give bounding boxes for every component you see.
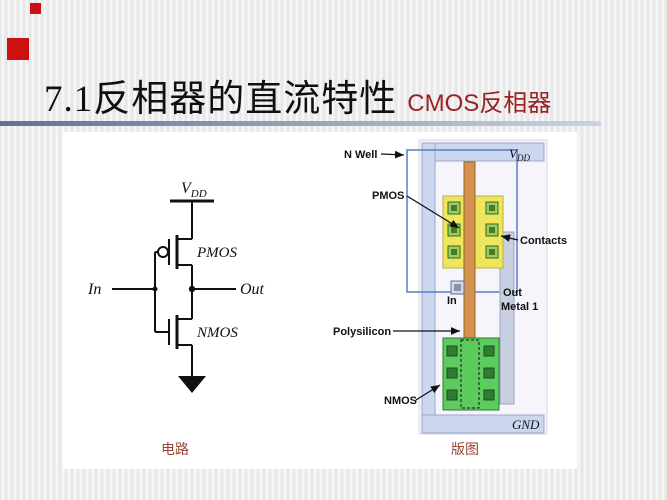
in-contact-inner (454, 284, 461, 291)
layout-in-label: In (447, 295, 457, 307)
layout-vdd-label: VDD (509, 146, 530, 163)
layout-nmos-label: NMOS (384, 395, 417, 407)
circuit-schematic: VDD PMOS NMOS In Out 电路 (87, 180, 265, 458)
layout-polysilicon-label: Polysilicon (333, 326, 391, 338)
slide-diagrams: VDD PMOS NMOS In Out 电路 (87, 139, 567, 458)
circuit-vdd-label: VDD (181, 180, 207, 200)
nmos-gate-outline (460, 339, 480, 409)
pmos-transistor (155, 235, 193, 289)
layout-pmos-label: PMOS (372, 190, 404, 202)
annotation-arrows (380, 150, 519, 401)
title-sub: CMOS反相器 (407, 90, 552, 117)
layout-gnd-label: GND (512, 417, 540, 432)
ground-symbol (178, 376, 206, 393)
layout-caption: 版图 (451, 442, 479, 458)
nmos-contacts (446, 345, 495, 401)
content-panel: VDD PMOS NMOS In Out 电路 (63, 132, 577, 469)
circuit-pmos-label: PMOS (196, 245, 237, 261)
layout-contacts-label: Contacts (520, 235, 567, 247)
layout-nwell-label: N Well (344, 149, 377, 161)
title-divider (0, 121, 601, 126)
circuit-in-label: In (87, 281, 101, 298)
layout-metal1-label: Metal 1 (501, 301, 538, 313)
circuit-nmos-label: NMOS (196, 325, 238, 341)
metal1-out-strip (499, 231, 515, 405)
decor-red-square-small (30, 3, 41, 14)
nmos-transistor (155, 289, 193, 376)
gnd-metal-rail (421, 414, 545, 434)
layout-out-label: Out (503, 287, 522, 299)
circuit-out-label: Out (240, 281, 265, 298)
title-main: 7.1反相器的直流特性 (44, 79, 398, 120)
circuit-caption: 电路 (161, 442, 189, 458)
layout-diagram: N Well PMOS Contacts In Out Metal 1 Poly… (333, 139, 567, 458)
decor-red-square-large (7, 38, 29, 60)
slide-title: 7.1反相器的直流特性 CMOS反相器 (44, 68, 551, 122)
